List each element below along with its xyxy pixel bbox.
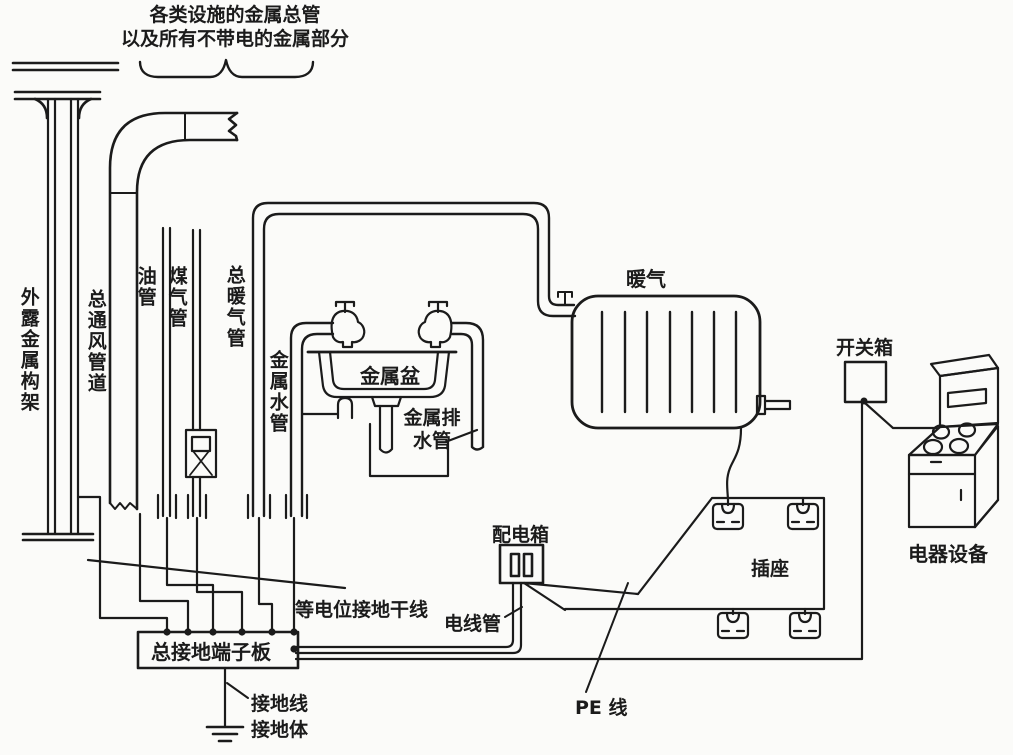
stove-front xyxy=(907,453,977,529)
terminal-board-drawing xyxy=(136,628,300,743)
faucet-right xyxy=(417,300,453,349)
label-metal-water-pipe: 金属水管 xyxy=(266,350,289,434)
conduit-pointer xyxy=(504,606,523,618)
label-oil-pipe: 油管 xyxy=(134,266,157,308)
socket-symbol xyxy=(716,611,750,640)
label-terminal-board: 总接地端子板 xyxy=(151,640,271,664)
faucet-left xyxy=(330,300,366,349)
bonding-wires-drawing xyxy=(76,495,347,634)
stove-drawing xyxy=(907,353,1000,529)
distribution-box-drawing xyxy=(294,543,640,655)
label-radiator: 暖气 xyxy=(626,267,666,291)
water-pipe-right-drop xyxy=(450,321,485,451)
heating-pipe-drawing xyxy=(246,201,577,520)
pe-wire-run xyxy=(294,401,864,661)
label-main-heating-pipe: 总暖气管 xyxy=(223,265,246,349)
label-metal-drain-pipe-line2: 水管 xyxy=(412,429,451,452)
drain-flange xyxy=(370,395,403,408)
radiator-nipple xyxy=(755,394,767,416)
oil-bond-wire xyxy=(165,516,215,634)
label-socket: 插座 xyxy=(751,558,790,580)
label-switch-box: 开关箱 xyxy=(836,337,894,359)
earth-symbol xyxy=(205,725,245,743)
label-distribution-box: 配电箱 xyxy=(492,524,550,546)
conduit-outer xyxy=(294,581,523,655)
label-pe-wire: PE 线 xyxy=(575,697,628,719)
stove-display xyxy=(946,387,988,409)
socket-symbol xyxy=(788,611,822,640)
pointer-lines xyxy=(226,582,629,699)
label-exposed-metal-frame: 外露金属构架 xyxy=(17,287,40,413)
radiator-valve xyxy=(557,291,573,306)
label-main-ventilation-duct: 总通风管道 xyxy=(84,289,107,394)
radiator-drawing xyxy=(570,294,792,501)
label-equipotential-trunk: 等电位接地干线 xyxy=(295,599,429,621)
equipotential-trunk-line xyxy=(86,558,347,590)
drain-pipe xyxy=(378,404,394,454)
heating-bond-wire xyxy=(257,516,274,634)
gas-pipe-drawing xyxy=(184,228,218,520)
socket-circuit-drawing xyxy=(563,496,826,640)
frame-bond-wire xyxy=(76,495,169,634)
basin-inner xyxy=(328,350,440,391)
title-line2: 以及所有不带电的金属部分 xyxy=(120,28,349,50)
switch-box-drawing xyxy=(294,360,939,661)
brace xyxy=(138,58,315,79)
conduit-inner xyxy=(294,581,515,649)
label-grounding-wire: 接地线 xyxy=(251,693,309,715)
switch-to-stove-wire xyxy=(863,401,939,430)
socket-symbol xyxy=(786,502,820,531)
drain-pit xyxy=(368,422,479,478)
gas-bond-wire xyxy=(195,516,244,634)
label-metal-drain-pipe-line1: 金属排 xyxy=(403,407,461,429)
socket-loop xyxy=(563,496,826,611)
radiator-pe-wire xyxy=(726,426,743,501)
duct-bond-wire xyxy=(138,512,190,634)
basin-bonding-jumper xyxy=(301,396,354,420)
oil-pipe-drawing xyxy=(156,226,178,520)
exposed-metal-frame-drawing xyxy=(11,61,120,542)
label-conduit: 电线管 xyxy=(444,613,502,635)
terminal-dots xyxy=(163,628,298,653)
label-grounding-electrode: 接地体 xyxy=(251,719,309,741)
basin-outer xyxy=(317,350,451,399)
ventilation-duct-drawing xyxy=(108,111,239,511)
label-metal-basin: 金属盆 xyxy=(360,364,420,388)
label-gas-pipe: 煤气管 xyxy=(165,266,188,329)
water-pipe-drawing xyxy=(284,321,335,520)
box-fan-wires xyxy=(522,581,640,612)
label-metal-drain-pipe: 金属排 水管 xyxy=(398,407,466,453)
sink-drawing xyxy=(301,300,485,478)
title-line1: 各类设施的金属总管 xyxy=(149,4,321,26)
label-electrical-equipment: 电器设备 xyxy=(908,542,988,566)
grounding-wire-pointer xyxy=(226,682,249,699)
pe-wire-pointer xyxy=(585,582,629,693)
socket-symbol xyxy=(711,502,745,531)
